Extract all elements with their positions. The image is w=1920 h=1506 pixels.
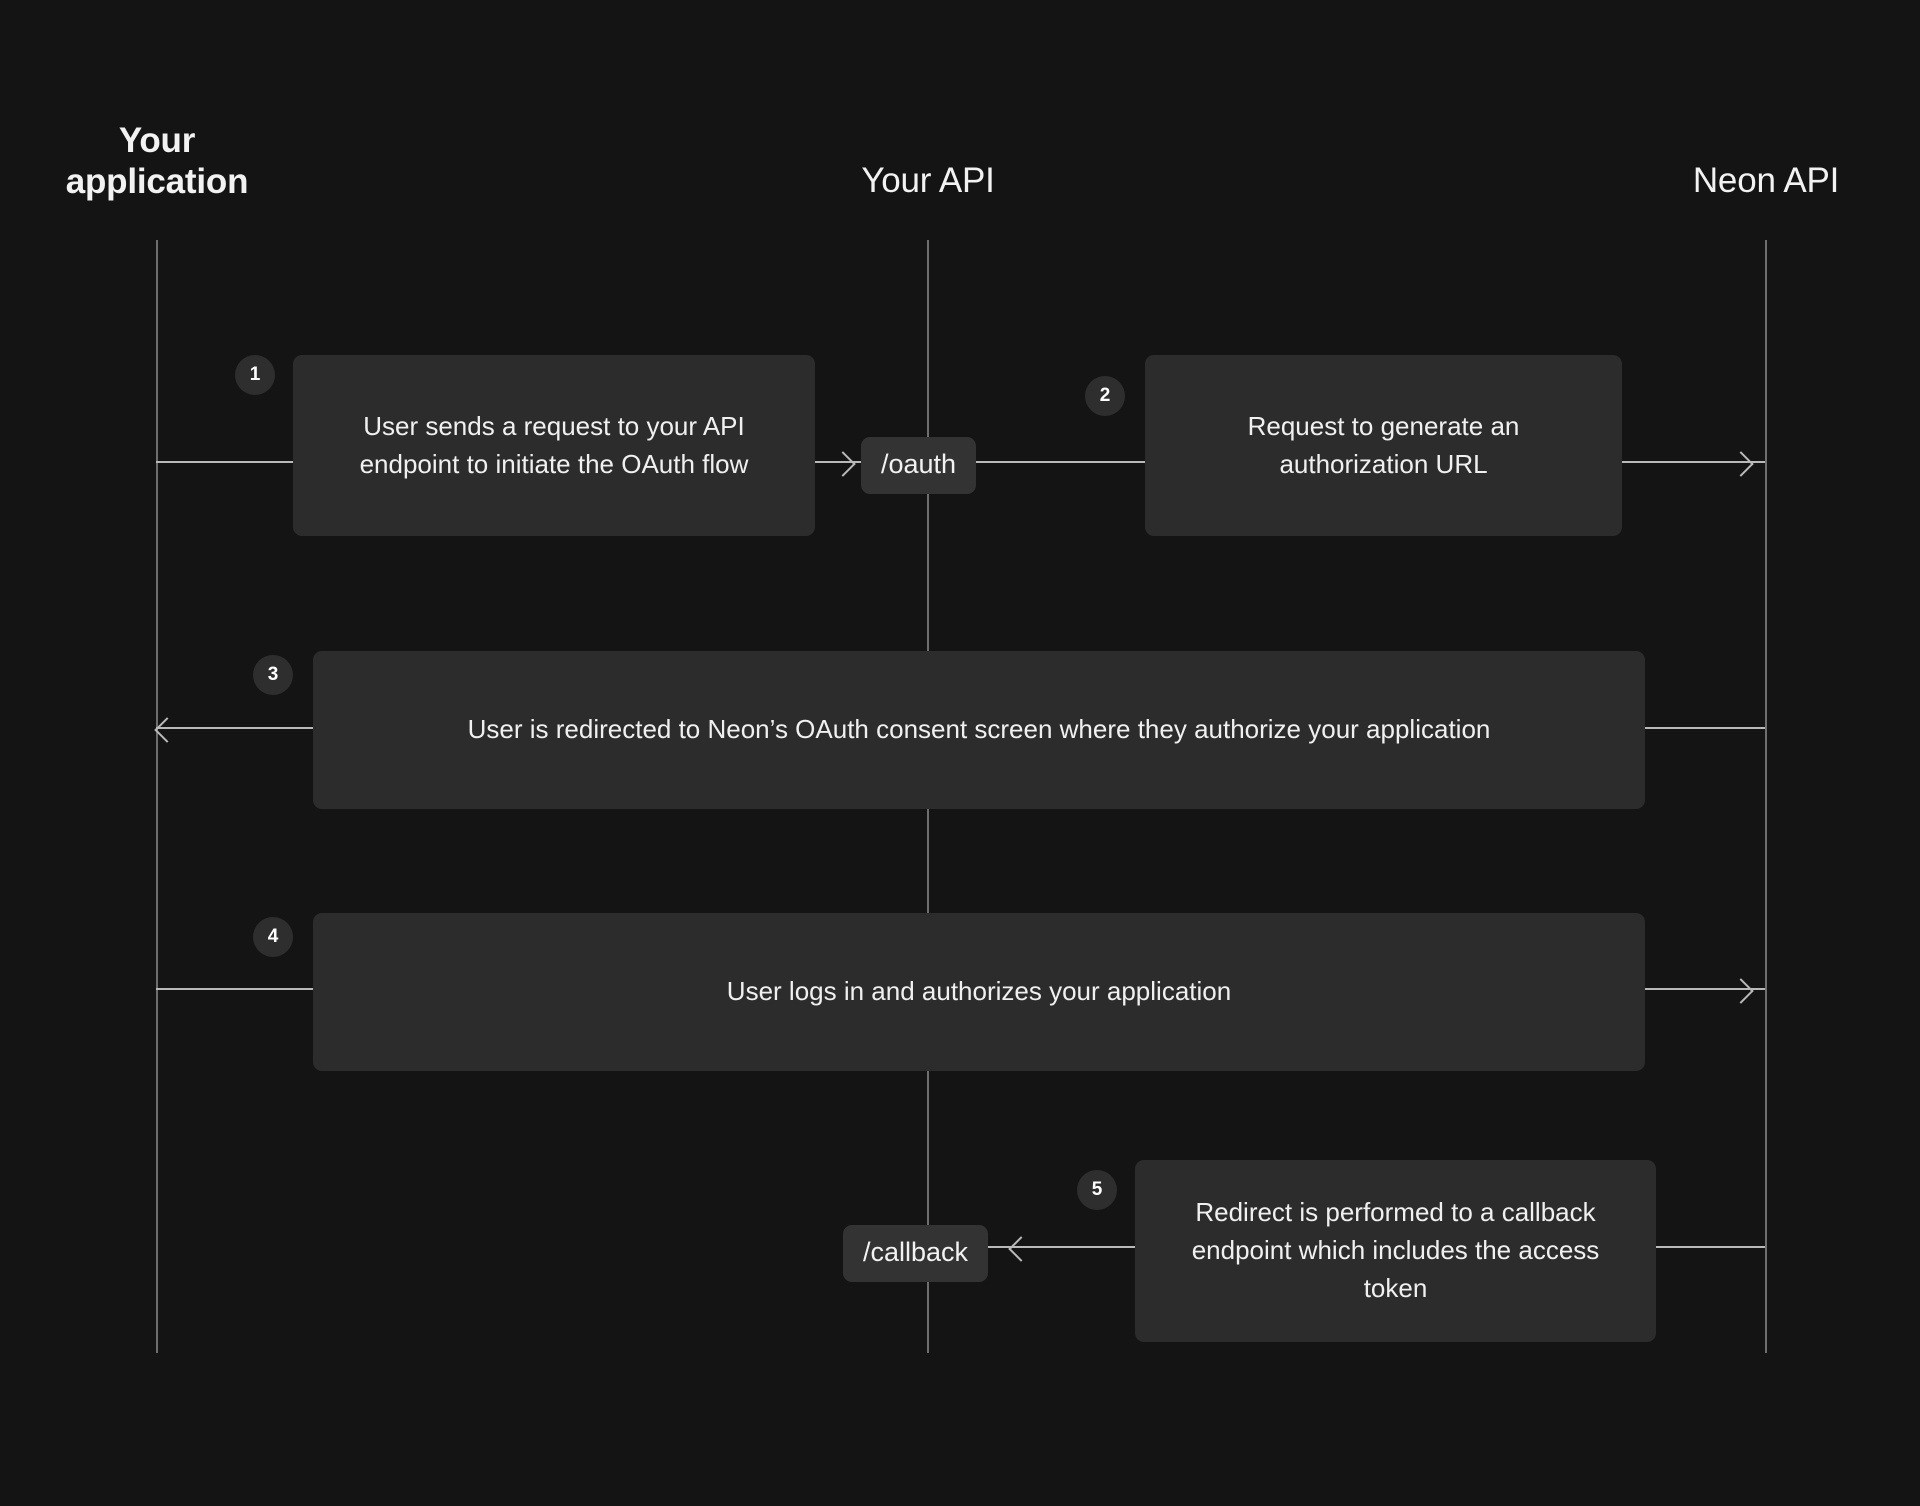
step-1-message-box: User sends a request to your API endpoin… [293,355,815,536]
step-badge-2: 2 [1085,376,1125,416]
step-5-arrowhead-icon [1008,1236,1034,1262]
step-badge-5: 5 [1077,1170,1117,1210]
lane-title-your-api: Your API [861,161,995,200]
lane-title-neon-api: Neon API [1692,161,1840,200]
step-4-message-box: User logs in and authorizes your applica… [313,913,1645,1071]
step-badge-4: 4 [253,917,293,957]
step-3-arrowhead-icon [154,717,180,743]
step-1-arrowhead-icon [830,451,856,477]
lifeline-neon-api [1765,240,1767,1353]
lifeline-your-application [156,240,158,1353]
step-badge-3: 3 [253,655,293,695]
step-5-message-box: Redirect is performed to a callback endp… [1135,1160,1656,1342]
step-badge-1: 1 [235,355,275,395]
step-4-arrowhead-icon [1728,978,1754,1004]
lane-title-your-application: Your application [65,121,249,202]
step-3-message-box: User is redirected to Neon’s OAuth conse… [313,651,1645,809]
endpoint-pill-callback[interactable]: /callback [843,1225,989,1282]
step-2-message-box: Request to generate an authorization URL [1145,355,1622,536]
step-2-arrowhead-icon [1728,451,1754,477]
endpoint-pill-oauth[interactable]: /oauth [861,437,977,494]
